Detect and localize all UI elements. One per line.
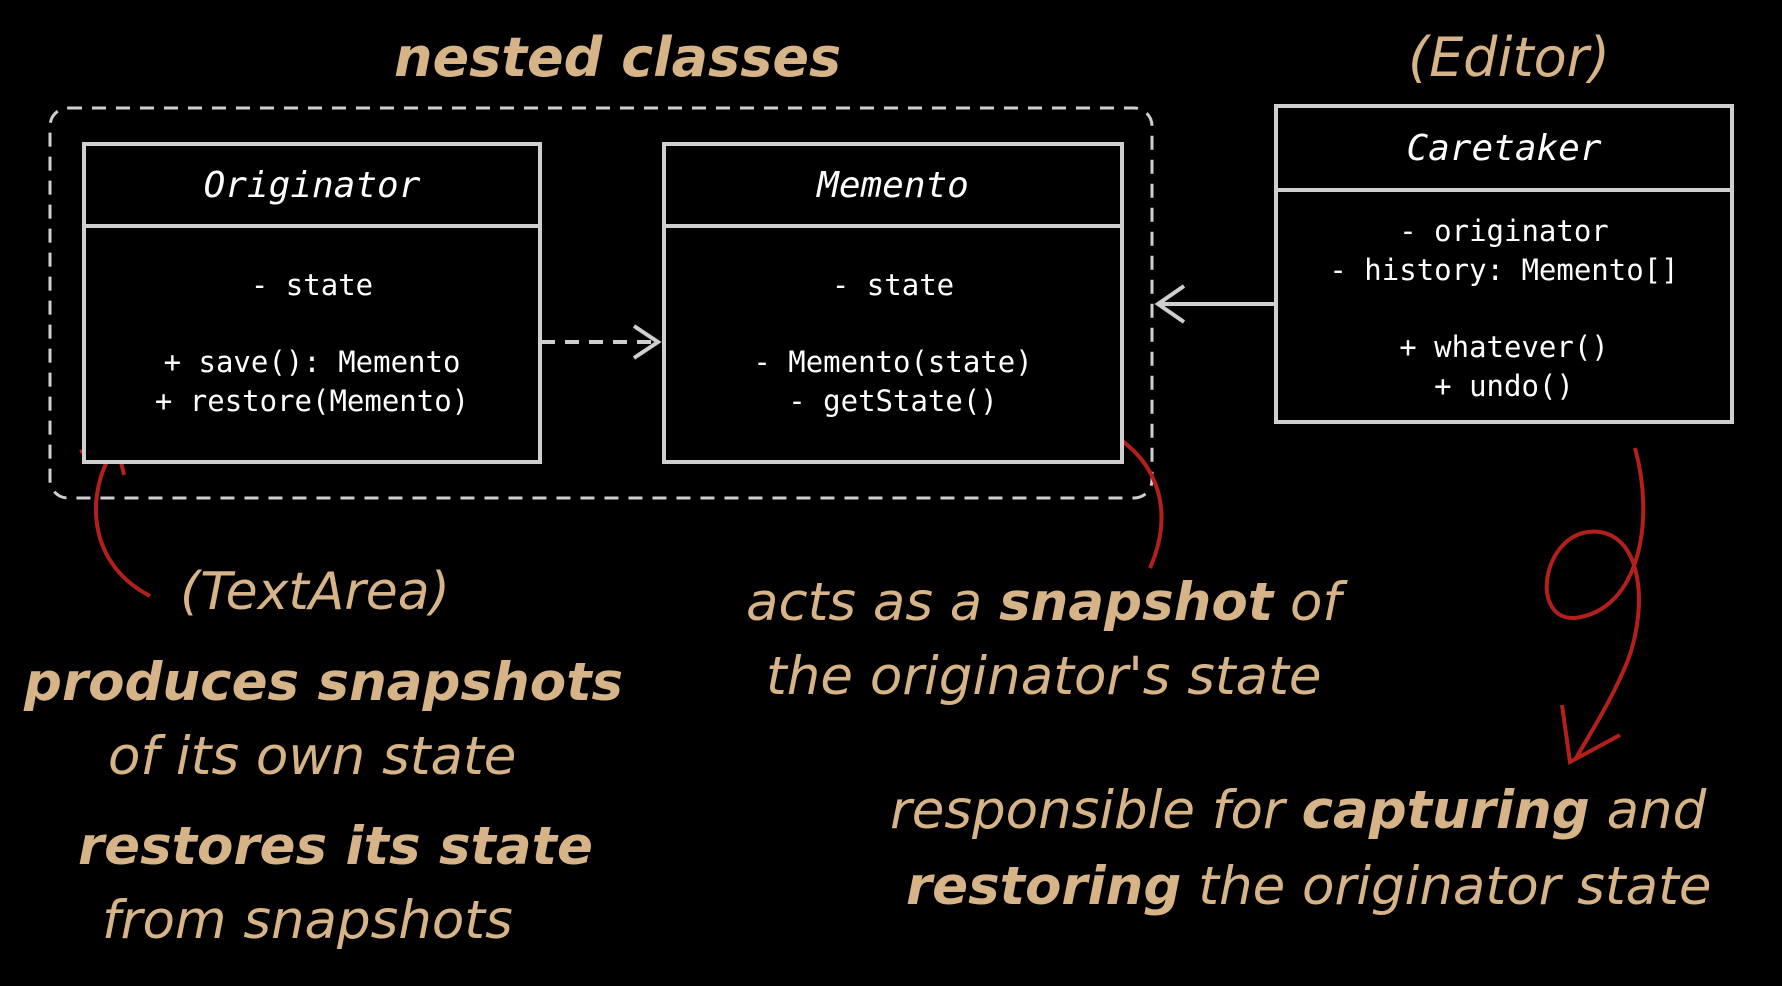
originator-method: + save(): Memento: [163, 345, 461, 379]
caretaker-role: (Editor): [1408, 26, 1610, 89]
memento-class: Memento - state - Memento(state) - getSt…: [662, 142, 1124, 464]
memento-note-post: of: [1273, 572, 1342, 633]
caretaker-class: Caretaker - originator - history: Mement…: [1274, 104, 1734, 424]
group-title: nested classes: [394, 26, 842, 89]
caretaker-body: - originator - history: Memento[] + what…: [1278, 192, 1730, 406]
memento-note-line1: acts as a snapshot of: [746, 572, 1341, 633]
caretaker-field: - history: Memento[]: [1329, 253, 1679, 287]
caretaker-note-bold1: capturing: [1301, 780, 1590, 841]
memento-note-line2: the originator's state: [766, 646, 1322, 707]
memento-field: - state: [831, 268, 955, 302]
dependency-arrow-head: [632, 324, 662, 360]
memento-method: - Memento(state): [753, 345, 1033, 379]
originator-note-line3: restores its state: [78, 816, 593, 877]
originator-name: Originator: [86, 146, 538, 228]
association-arrow-head: [1154, 284, 1186, 324]
nested-classes-group: [48, 106, 1154, 500]
caretaker-note-post1: and: [1589, 780, 1707, 841]
red-loop-arrowhead: [1560, 704, 1621, 766]
caretaker-note-line2: restoring the originator state: [906, 856, 1712, 917]
originator-note-line1: produces snapshots: [24, 652, 624, 713]
caretaker-note-bold2: restoring: [906, 856, 1182, 917]
originator-note-line2: of its own state: [108, 726, 517, 787]
caretaker-method: + undo(): [1434, 369, 1574, 403]
memento-note-pre: acts as a: [746, 572, 1000, 633]
memento-method: - getState(): [788, 384, 998, 418]
originator-note-line4: from snapshots: [102, 890, 513, 951]
caretaker-field: - originator: [1399, 214, 1609, 248]
caretaker-note-line1: responsible for capturing and: [890, 780, 1706, 841]
caretaker-note-post2: the originator state: [1181, 856, 1712, 917]
red-loop-arrow: [1544, 447, 1646, 761]
originator-field: - state: [250, 268, 374, 302]
originator-role: (TextArea): [180, 562, 450, 622]
originator-class: Originator - state + save(): Memento + r…: [82, 142, 542, 464]
memento-body: - state - Memento(state) - getState(): [666, 228, 1120, 421]
caretaker-method: + whatever(): [1399, 330, 1609, 364]
caretaker-name: Caretaker: [1278, 108, 1730, 192]
caretaker-note-pre: responsible for: [890, 780, 1302, 841]
memento-note-bold: snapshot: [999, 572, 1274, 633]
originator-method: + restore(Memento): [154, 384, 470, 418]
originator-body: - state + save(): Memento + restore(Meme…: [86, 228, 538, 421]
memento-name: Memento: [666, 146, 1120, 228]
